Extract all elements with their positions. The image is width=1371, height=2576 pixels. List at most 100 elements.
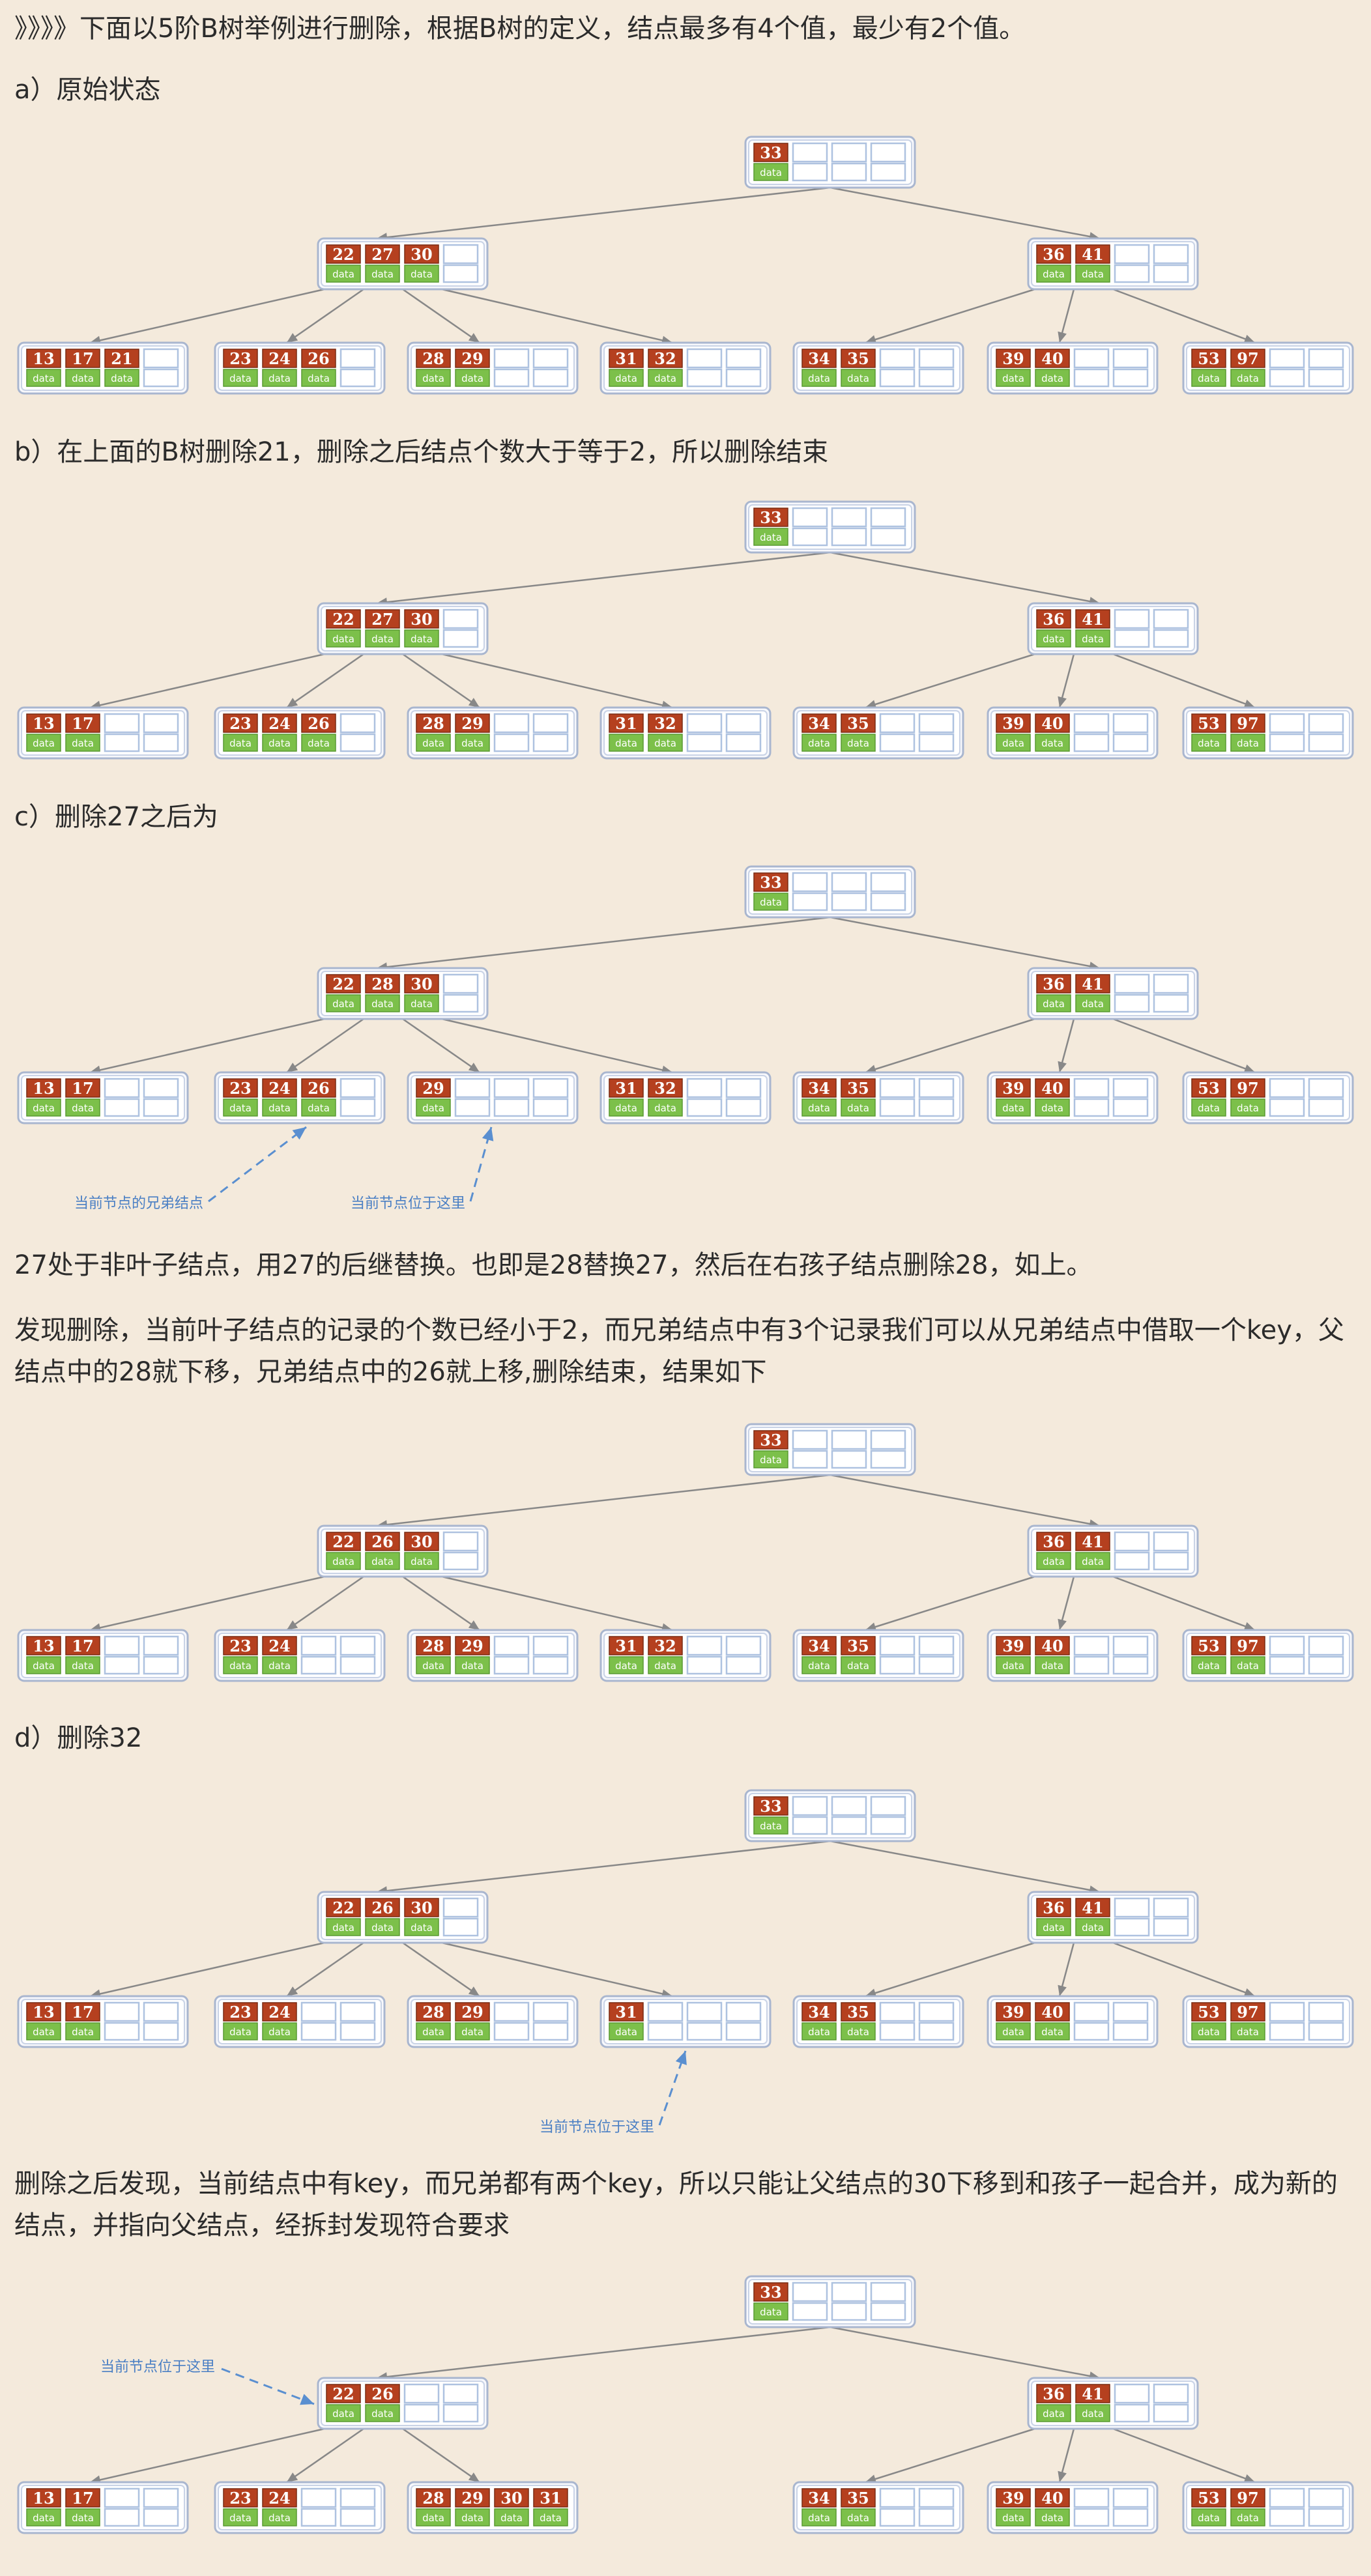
empty-slot [104,713,140,752]
data-label: data [1002,2026,1024,2038]
data-label: data [760,167,782,179]
data-label: data [615,373,637,384]
key-label: 23 [229,2003,251,2022]
data-label: data [33,737,55,749]
empty-slot [870,142,906,182]
key-label: 24 [268,1637,290,1655]
edge-arrowhead [1243,1988,1255,1997]
annotation-arrowhead [482,1127,494,1141]
empty-slot [1308,1635,1344,1675]
empty-slot [879,1078,916,1117]
empty-slot [442,2383,479,2423]
tree-edge [1112,653,1256,709]
key-label: 53 [1198,714,1219,733]
empty-slot [831,872,867,911]
data-label: data [33,373,55,384]
data-label: data [1043,2408,1065,2420]
empty-slot [792,1429,828,1469]
empty-slot [532,1078,569,1117]
data-label: data [1002,1102,1024,1114]
tree-edge [402,288,480,344]
empty-slot [870,1796,906,1835]
data-label: data [111,373,133,384]
empty-slot [725,1635,762,1675]
empty-slot [831,1796,867,1835]
key-label: 31 [540,2489,561,2508]
data-label: data [847,737,869,749]
key-label: 97 [1237,1637,1258,1655]
empty-slot [1153,244,1189,283]
annotation-arrowhead [292,1127,306,1140]
empty-slot [831,1429,867,1469]
key-label: 26 [308,349,329,368]
key-label: 23 [229,2489,251,2508]
key-label: 40 [1041,349,1063,368]
empty-slot [1073,1635,1110,1675]
tree-edge [1112,1941,1256,1997]
empty-slot [1114,2383,1150,2423]
data-label: data [1198,373,1220,384]
edge-arrowhead [1058,1618,1067,1630]
key-label: 23 [229,1637,251,1655]
heading-c: c）删除27之后为 [14,802,218,832]
data-label: data [229,2512,252,2524]
empty-slot [1114,973,1150,1013]
key-label: 34 [808,2003,830,2022]
empty-slot [442,973,479,1013]
empty-slot [493,2001,530,2041]
empty-slot [725,713,762,752]
data-label: data [422,1660,444,1672]
data-label: data [33,1102,55,1114]
btree-diagram-b: 33data22data27data30data36data41data13da… [17,500,1354,760]
key-label: 41 [1082,975,1103,994]
tree-edge [89,288,325,344]
empty-slot [442,1897,479,1937]
data-label: data [847,2026,869,2038]
key-label: 41 [1082,245,1103,264]
key-label: 39 [1002,349,1024,368]
key-label: 13 [33,2003,54,2022]
paragraph-successor: 27处于非叶子结点，用27的后继替换。也即是28替换27，然后在右孩子结点删除2… [14,1250,1093,1280]
key-label: 26 [371,1898,393,1917]
tree-edge [441,1575,673,1631]
key-label: 13 [33,1079,54,1098]
data-label: data [332,1556,354,1567]
key-label: 97 [1237,349,1258,368]
key-label: 24 [268,714,290,733]
data-label: data [72,2512,94,2524]
tree-edge [286,2427,364,2483]
data-label: data [847,373,869,384]
empty-slot [725,1078,762,1117]
